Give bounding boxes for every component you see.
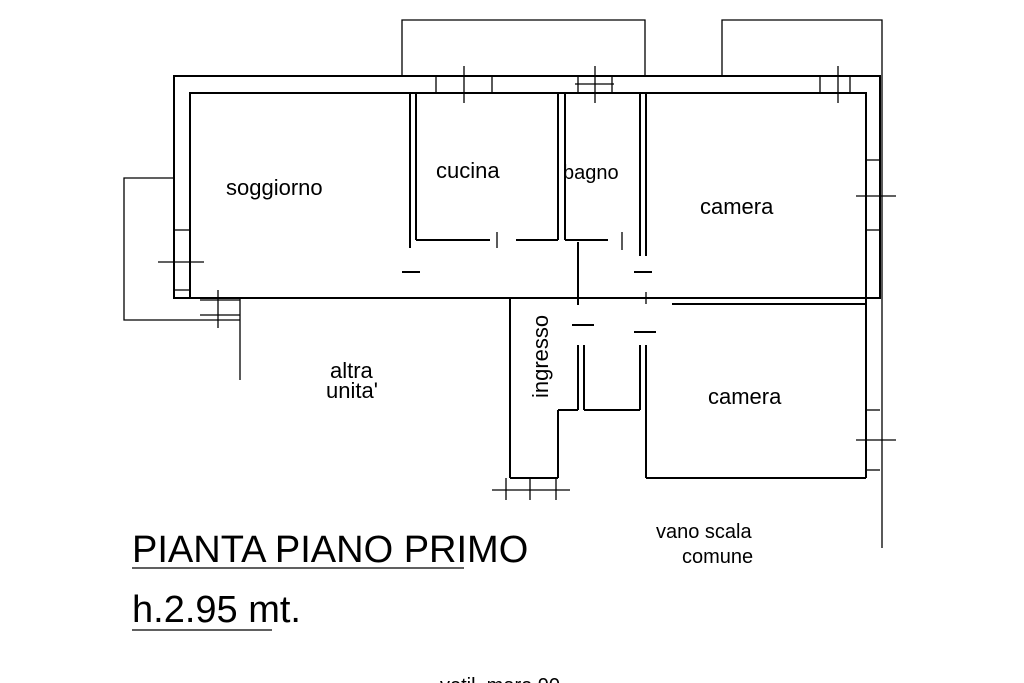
room-label-cucina: cucina — [436, 158, 500, 183]
label-comune: comune — [682, 546, 753, 568]
room-label-bagno: bagno — [563, 162, 619, 184]
outer-walls — [123, 19, 883, 548]
room-label-camera-top: camera — [700, 194, 774, 219]
plan-height: h.2.95 mt. — [132, 589, 301, 631]
interior-walls — [190, 93, 867, 479]
room-label-ingresso: ingresso — [528, 315, 553, 398]
plan-title: PIANTA PIANO PRIMO — [132, 529, 528, 571]
label-unita: unita' — [326, 378, 378, 403]
label-vano-scala: vano scala — [656, 521, 752, 543]
footer-partial-text: vetil..mare 90 — [440, 675, 560, 683]
room-label-soggiorno: soggiorno — [226, 175, 323, 200]
windows — [158, 66, 896, 500]
doors — [402, 232, 656, 333]
label-altra: altra — [330, 358, 374, 383]
room-label-camera-bottom: camera — [708, 384, 782, 409]
